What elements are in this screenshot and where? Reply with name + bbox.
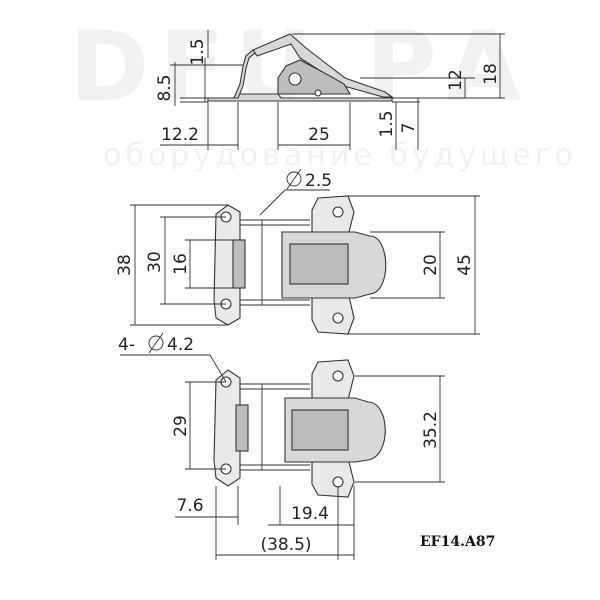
dim-holes-count: 4- [118,335,135,355]
top-keeper-slot [232,239,246,289]
top-keeper-plate [213,204,241,326]
dim-7: 7 [399,123,419,134]
dim-45: 45 [455,254,475,276]
part-code: EF14.A87 [420,534,495,550]
dim-16: 16 [171,253,191,275]
dim-29: 29 [171,415,191,437]
top-base-hole-lower [332,312,344,324]
dim-1-5-top: 1.5 [188,38,208,65]
dim-19-4: 19.4 [291,504,329,524]
diameter-symbol-icon [286,168,302,190]
dim-7-6: 7.6 [176,496,203,516]
dim-1-5-bottom: 1.5 [377,110,397,137]
bottom-keeper-slot [235,404,249,452]
diameter-symbol-icon [148,332,164,354]
side-pivot-pin [288,72,302,86]
side-view: 1.5 8.5 12 18 12.2 25 1.5 7 [155,30,505,150]
bottom-base-hole-upper [332,370,344,382]
side-rivet [314,89,322,97]
dim-18: 18 [481,63,501,85]
watermark-tagline: оборудование будущего [103,138,577,173]
dim-dia-4-2: 4.2 [167,335,194,355]
side-latch-body [277,59,351,95]
top-view: 2.5 38 30 16 20 45 [115,168,480,335]
dim-30: 30 [145,251,165,273]
top-base-hole-upper [332,206,344,218]
dim-8-5: 8.5 [155,74,175,101]
top-latch-lever [289,243,349,285]
dim-20: 20 [421,254,441,276]
bottom-keeper-plate [213,369,241,487]
dim-dia-2-5: 2.5 [305,171,332,191]
dim-35-2: 35.2 [421,411,441,449]
dim-12: 12 [446,69,466,91]
dim-25: 25 [308,125,330,145]
dim-38: 38 [115,254,135,276]
side-latch-lever [252,33,394,98]
dim-12-2: 12.2 [161,125,199,145]
bottom-latch-lever [291,409,349,451]
bottom-base-hole-lower [332,476,344,488]
bottom-view: 4- 4.2 29 35.2 7.6 19.4 (38.5) [118,332,445,560]
dim-38-5: (38.5) [260,535,311,555]
